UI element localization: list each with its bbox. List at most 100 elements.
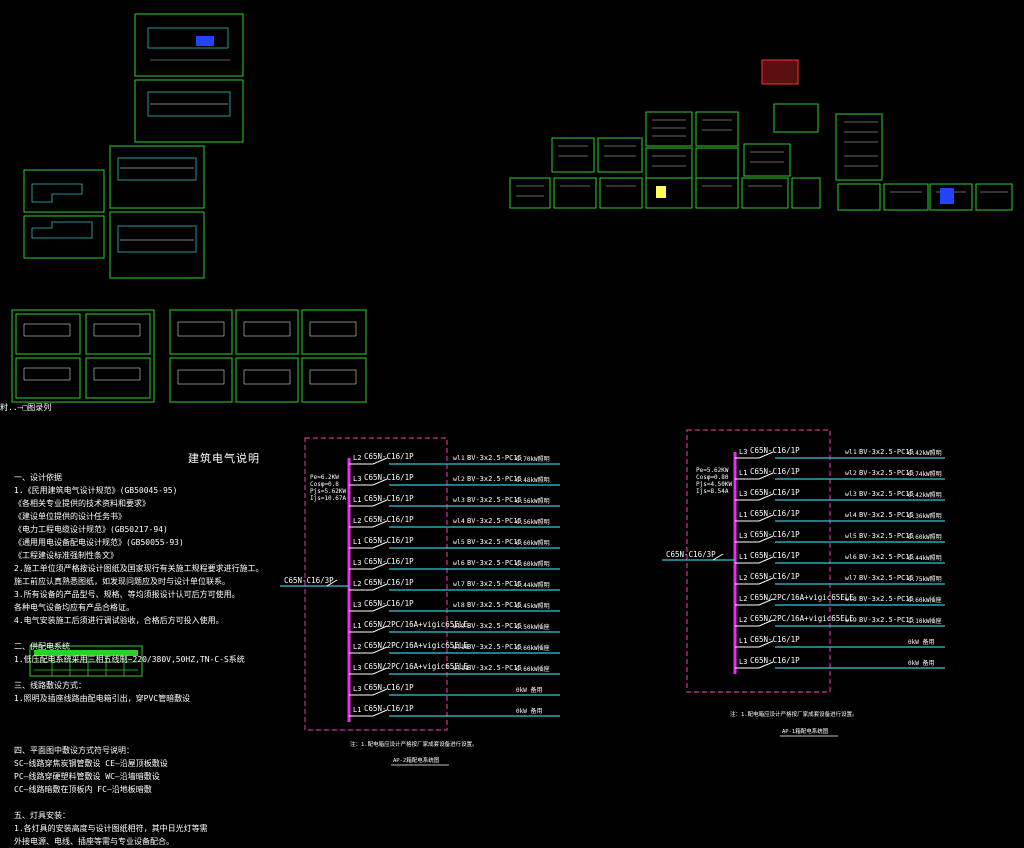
sheet-thumbnail[interactable] <box>695 147 739 179</box>
sheet-thumbnail[interactable] <box>835 113 883 181</box>
circuit-load: 0.60kW插座 <box>516 665 550 673</box>
circuit-phase: L2 <box>739 595 747 603</box>
circuit-phase: L1 <box>739 469 747 477</box>
sheet-thumbnail[interactable] <box>235 309 299 355</box>
breaker-symbol <box>758 451 774 459</box>
sheet-thumbnail[interactable] <box>235 357 299 403</box>
circuit-load: 0.60kW照明 <box>516 540 550 547</box>
sheet-thumbnail[interactable] <box>837 183 881 211</box>
circuit-phase: L1 <box>353 706 361 714</box>
sheet-thumbnail[interactable] <box>645 177 693 209</box>
sheet-thumbnail[interactable] <box>169 309 233 355</box>
sheet-thumbnail[interactable] <box>23 169 105 213</box>
sheet-thumbnail[interactable] <box>509 177 551 209</box>
circuit-cable: BV-3x2.5-PC15 <box>859 490 914 498</box>
circuit-id <box>453 706 457 714</box>
circuit-id <box>845 658 849 666</box>
circuit-breaker: C65N-C16/1P <box>364 536 414 545</box>
circuit-load: 0.75kW照明 <box>908 576 942 583</box>
sheet-thumbnail[interactable] <box>15 313 81 355</box>
breaker-symbol <box>372 457 388 465</box>
sheet-thumbnail[interactable] <box>551 137 595 173</box>
diagram-caption: AP-2箱配电系统图 <box>393 756 440 764</box>
circuit-load: 0.42kW照明 <box>908 450 942 457</box>
circuit-breaker: C65N/2PC/16A+vigic65ELE <box>750 593 854 602</box>
sheet-thumbnail[interactable] <box>109 211 205 279</box>
notes-line: 1.低压配电系统采用三相五线制~220/380V,50HZ,TN-C-S系统 <box>14 655 245 664</box>
circuit-id: wl10 <box>453 643 469 651</box>
circuit-breaker: C65N-C16/1P <box>364 557 414 566</box>
circuit-breaker: C65N-C16/1P <box>364 515 414 524</box>
circuit-cable: BV-3x2.5-PC15 <box>859 448 914 456</box>
sheet-thumbnail[interactable] <box>169 357 233 403</box>
sheet-thumbnail[interactable] <box>883 183 929 211</box>
sheet-thumbnail[interactable] <box>134 79 244 143</box>
detail-sheet-content <box>516 119 1008 204</box>
sheet-thumbnail[interactable] <box>741 177 789 209</box>
circuit-id: wl6 <box>453 559 465 567</box>
detail-sheets <box>509 59 1013 211</box>
sheet-thumbnail[interactable] <box>695 177 739 209</box>
notes-line: 《电力工程电缆设计规范》(GB50217-94) <box>14 525 168 534</box>
notes-line: 《通用用电设备配电设计规范》(GB50055-93) <box>14 538 184 547</box>
load-parameter: Pe=6.2KW <box>310 474 339 481</box>
sheet-thumbnail[interactable] <box>109 145 205 209</box>
notes-line: 1.《民用建筑电气设计规范》(GB50045-95) <box>14 486 178 495</box>
circuit-load: 0kW 备用 <box>908 659 934 667</box>
sheet-thumbnail[interactable] <box>599 177 643 209</box>
sheet-thumbnail[interactable] <box>645 147 693 179</box>
circuit-breaker: C65N/2PC/16A+vigic65ELE <box>364 662 468 671</box>
sheet-thumbnail[interactable] <box>301 309 367 355</box>
sheet-thumbnail[interactable] <box>929 183 973 211</box>
circuit-cable: BV-3x2.5-PC15 <box>467 622 522 630</box>
diagram-footnote: 注：1.配电箱应设计严格按厂家成套设备进行设置。 <box>730 710 858 718</box>
incoming-breaker-label: C65N-C16/3P <box>284 576 334 585</box>
diagram-footnote: 注：1.配电箱应设计严格按厂家成套设备进行设置。 <box>350 740 478 748</box>
circuit-id: wl1 <box>845 448 857 456</box>
circuit-load: 0.74kW照明 <box>908 471 942 478</box>
circuit-breaker: C65N-C16/1P <box>364 599 414 608</box>
breaker-symbol <box>372 709 388 717</box>
sheet-thumbnail[interactable] <box>301 357 367 403</box>
sheet-thumbnail[interactable] <box>597 137 643 173</box>
circuit-cable: BV-3x2.5-PC15 <box>467 580 522 588</box>
circuit-phase: L3 <box>739 448 747 456</box>
elevation-sheets <box>11 309 367 403</box>
breaker-symbol <box>372 499 388 507</box>
circuit-load: 0kW 备用 <box>908 638 934 646</box>
breaker-symbol <box>758 598 774 606</box>
sheet-thumbnail[interactable] <box>15 357 81 399</box>
breaker-symbol <box>758 493 774 501</box>
circuit-phase: L2 <box>353 643 361 651</box>
cad-drawing-canvas: 籿..—□图录列 C65N-C16/3PPe=6.2KWCosφ=0.8Pjs=… <box>0 13 1013 766</box>
circuit-load: 0.36kW照明 <box>908 513 942 520</box>
sheet-thumbnail[interactable] <box>553 177 597 209</box>
circuit-id <box>453 685 457 693</box>
floor-plan-sheets <box>23 13 244 279</box>
sheet-thumbnail[interactable] <box>134 13 244 77</box>
circuit-load: 0.42kW照明 <box>908 492 942 499</box>
incoming-breaker-symbol <box>326 579 338 587</box>
circuit-phase: L2 <box>739 574 747 582</box>
sheet-thumbnail[interactable] <box>85 313 151 355</box>
notes-line: 四、平面图中敷设方式符号说明： <box>14 746 134 755</box>
circuit-id: wl4 <box>453 517 465 525</box>
circuit-phase: L1 <box>353 538 361 546</box>
sheet-thumbnail[interactable] <box>695 111 739 147</box>
breaker-symbol <box>758 577 774 585</box>
circuit-breaker: C65N-C16/1P <box>750 572 800 581</box>
breaker-symbol <box>372 541 388 549</box>
circuit-breaker: C65N-C16/1P <box>750 551 800 560</box>
circuit-load: 0.44kW照明 <box>516 582 550 589</box>
notes-line: 3.所有设备的产品型号、规格、等均须报设计认可后方可使用。 <box>14 590 240 599</box>
circuit-id: wl9 <box>453 622 465 630</box>
sheet-thumbnail[interactable] <box>773 103 819 133</box>
sheet-thumbnail[interactable] <box>743 143 791 177</box>
legend-table[interactable] <box>761 59 799 85</box>
sheet-thumbnail[interactable] <box>23 215 105 259</box>
incoming-breaker-symbol <box>712 553 724 561</box>
sheet-thumbnail[interactable] <box>791 177 821 209</box>
sheet-thumbnail[interactable] <box>85 357 151 399</box>
sheet-thumbnail[interactable] <box>975 183 1013 211</box>
sheet-thumbnail[interactable] <box>645 111 693 147</box>
